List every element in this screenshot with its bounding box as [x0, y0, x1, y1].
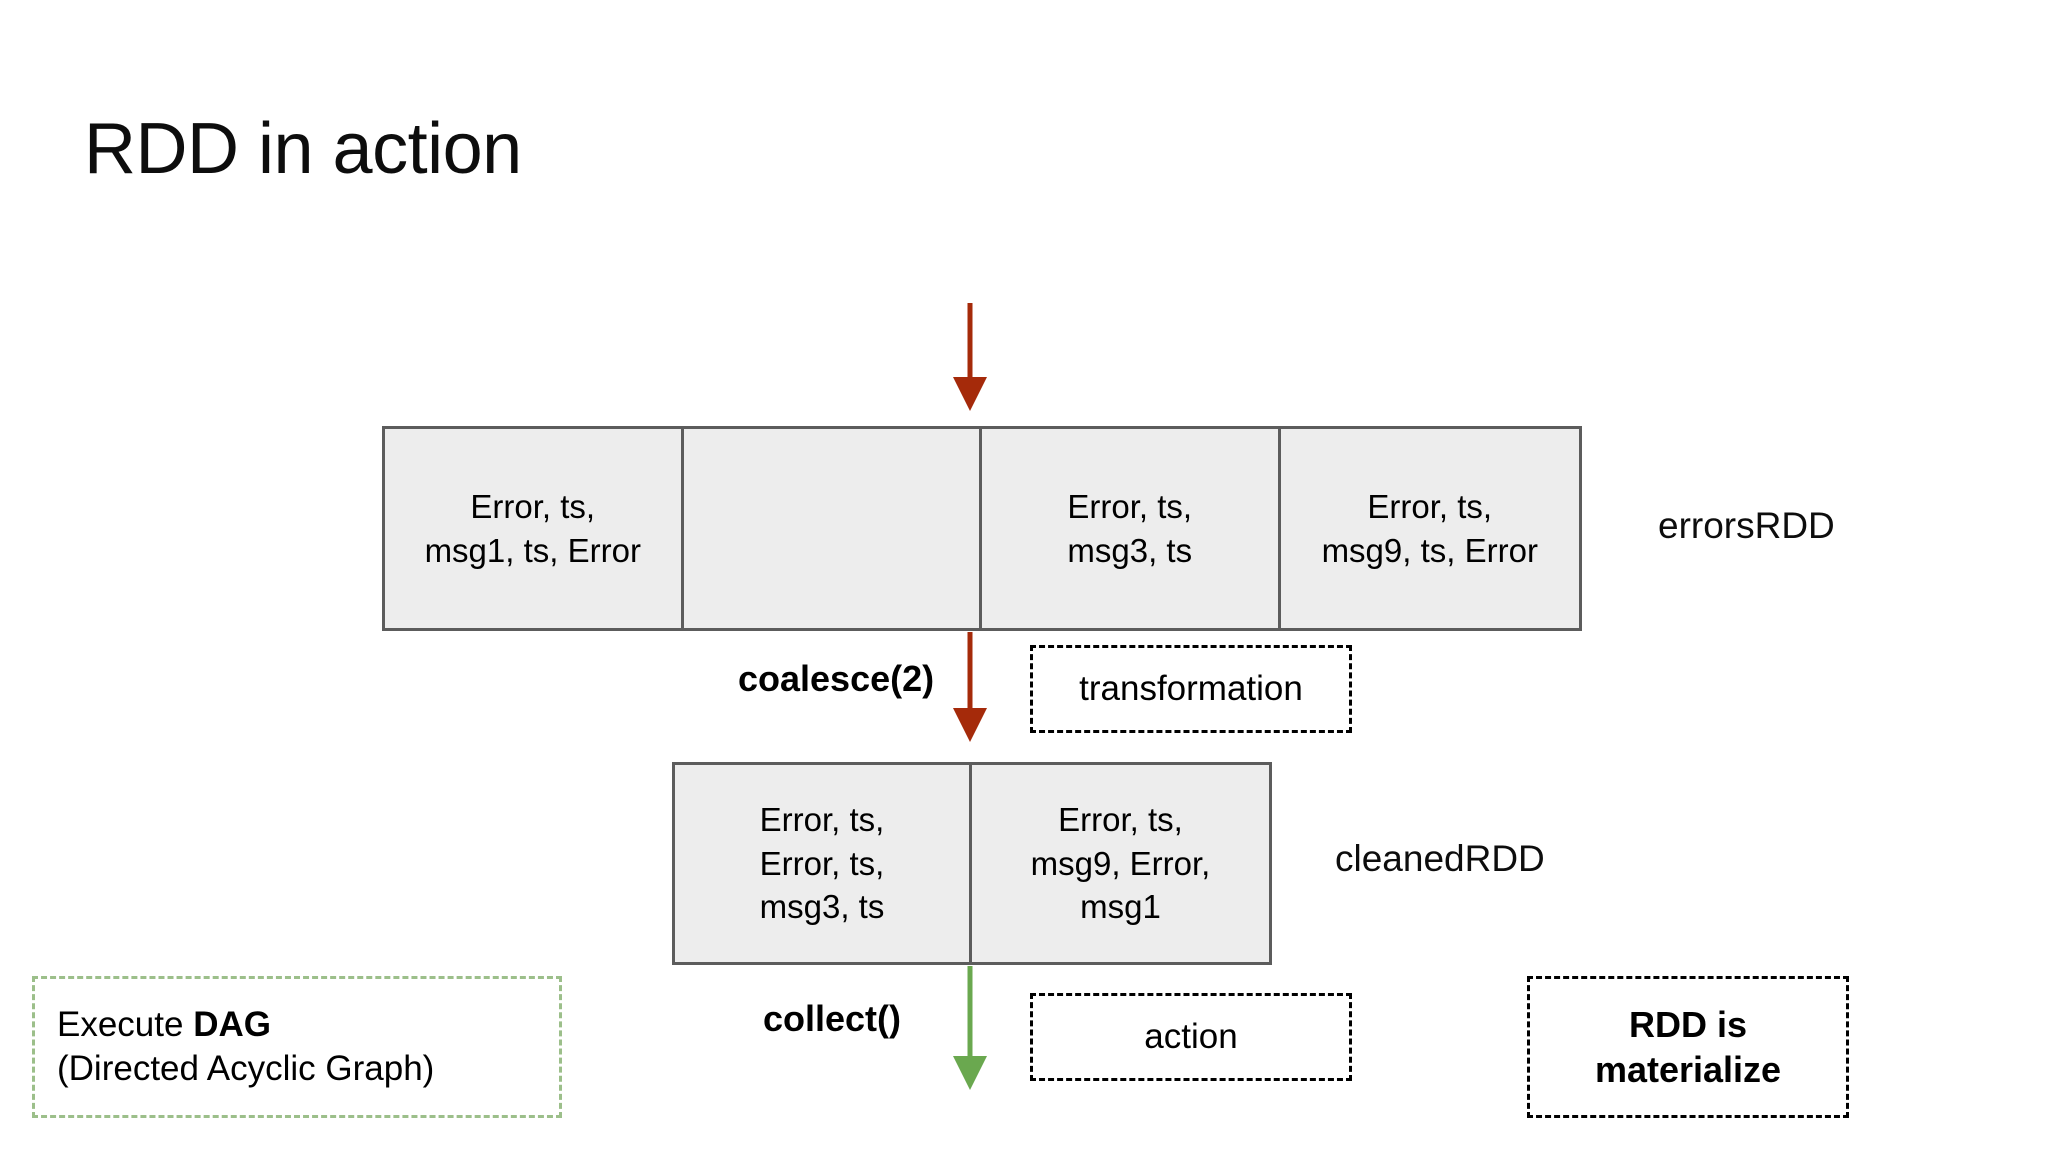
materialize-line-2: materialize [1594, 1049, 1782, 1090]
partition-line: Error, ts, [1058, 800, 1183, 838]
arrow-head-icon [953, 708, 987, 742]
dag-line-1: Execute DAG [57, 1003, 434, 1047]
partition-line: msg3, ts [1067, 531, 1193, 569]
partition-line: msg9, ts, Error [1321, 531, 1538, 569]
arrow-source-to-errors-rdd [953, 303, 987, 411]
dag-acronym: DAG [193, 1005, 271, 1045]
transformation-annotation-label: transformation [1079, 669, 1303, 709]
partition-line: Error, ts, [759, 844, 885, 882]
arrow-head-icon [953, 1056, 987, 1090]
transformation-annotation-box: transformation [1030, 645, 1352, 733]
arrow-errors-rdd-to-cleaned-rdd [953, 632, 987, 742]
arrow-shaft [967, 966, 973, 1056]
arrow-shaft [967, 303, 973, 379]
partition-line: Error, ts, [1367, 487, 1493, 525]
partition-cell: Error, ts, Error, ts, msg3, ts [675, 765, 972, 962]
partition-line: Error, ts, [470, 487, 596, 525]
partition-cell: Error, ts, msg9, ts, Error [1281, 429, 1580, 628]
partition-line: msg1 [1080, 888, 1161, 926]
partition-cell: Error, ts, msg9, Error, msg1 [972, 765, 1269, 962]
rdd-materialize-annotation-box: RDD is materialize [1527, 976, 1849, 1118]
partition-cell-empty [684, 429, 982, 628]
cleaned-rdd-label: cleanedRDD [1335, 838, 1545, 879]
coalesce-operation-label: coalesce(2) [738, 658, 935, 699]
collect-operation-label: collect() [763, 998, 902, 1039]
action-annotation-box: action [1030, 993, 1352, 1081]
arrow-shaft [967, 632, 973, 710]
partition-line: Error, ts, [1067, 487, 1193, 525]
materialize-line-1: RDD is [1628, 1004, 1747, 1045]
partition-line: msg1, ts, Error [424, 531, 641, 569]
partition-line: msg3, ts [759, 888, 885, 926]
action-annotation-label: action [1144, 1017, 1238, 1057]
execute-dag-annotation-box: Execute DAG (Directed Acyclic Graph) [32, 976, 562, 1118]
arrow-cleaned-rdd-to-output [953, 966, 987, 1090]
errors-rdd-partitions: Error, ts, msg1, ts, Error Error, ts, ms… [382, 426, 1582, 631]
page-title: RDD in action [84, 109, 522, 189]
partition-cell: Error, ts, msg3, ts [982, 429, 1281, 628]
partition-cell: Error, ts, msg1, ts, Error [385, 429, 684, 628]
errors-rdd-label: errorsRDD [1658, 505, 1835, 546]
cleaned-rdd-partitions: Error, ts, Error, ts, msg3, ts Error, ts… [672, 762, 1272, 965]
dag-prefix: Execute [57, 1005, 194, 1045]
partition-line: Error, ts, [759, 800, 885, 838]
arrow-head-icon [953, 377, 987, 411]
dag-line-2: (Directed Acyclic Graph) [57, 1049, 435, 1088]
partition-line: msg9, Error, [1030, 844, 1211, 882]
